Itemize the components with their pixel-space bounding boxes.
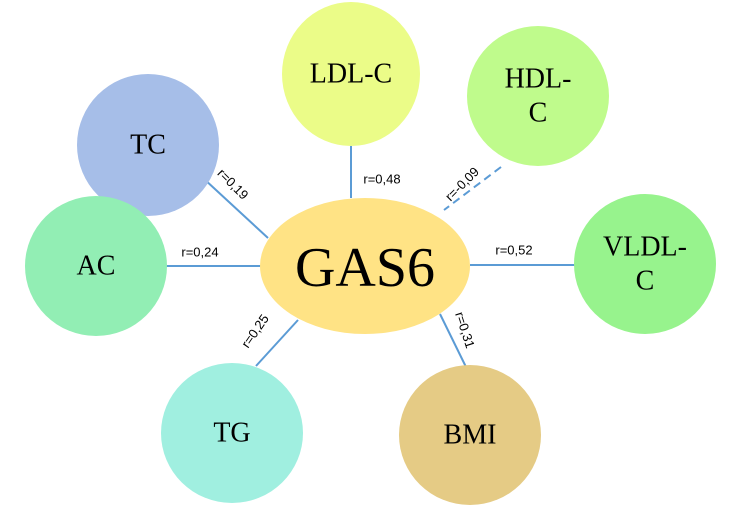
node-gas6: GAS6	[260, 198, 470, 334]
node-circle	[161, 363, 303, 503]
edge-label-ldl-c: r=0,48	[363, 172, 400, 187]
edge-label-tc: r=0,19	[215, 166, 252, 203]
node-label: VLDL-	[603, 232, 687, 263]
edge-tg	[255, 319, 299, 367]
node-circle	[467, 26, 609, 166]
center-node-circle	[260, 198, 470, 334]
node-circle	[399, 365, 541, 505]
node-label: TG	[213, 418, 250, 449]
node-label: AC	[77, 251, 116, 282]
node-tc: TC	[77, 74, 219, 216]
node-label: BMI	[444, 420, 497, 451]
edge-hdl-c	[443, 166, 502, 211]
node-vldl-c: VLDL-C	[574, 194, 716, 334]
node-bmi: BMI	[399, 365, 541, 505]
center-node-label: GAS6	[295, 237, 435, 299]
node-tg: TG	[161, 363, 303, 503]
edge-label-hdl-c: r=-0,09	[442, 164, 482, 204]
edge-label-tg: r=0,25	[238, 311, 272, 350]
edge-label-vldl-c: r=0,52	[495, 243, 532, 258]
node-label: LDL-C	[310, 59, 392, 90]
node-circle	[25, 196, 167, 336]
node-ac: AC	[25, 196, 167, 336]
node-label: HDL-	[505, 64, 572, 95]
node-label: C	[636, 266, 655, 297]
node-hdl-c: HDL-C	[467, 26, 609, 166]
edge-bmi	[439, 313, 467, 368]
node-ldl-c: LDL-C	[282, 2, 420, 146]
node-label: TC	[130, 130, 166, 161]
node-circle	[574, 194, 716, 334]
node-circle	[77, 74, 219, 216]
node-circle	[282, 2, 420, 146]
node-label: C	[529, 98, 548, 129]
edge-label-ac: r=0,24	[181, 245, 218, 260]
edge-label-bmi: r=0,31	[452, 310, 478, 350]
